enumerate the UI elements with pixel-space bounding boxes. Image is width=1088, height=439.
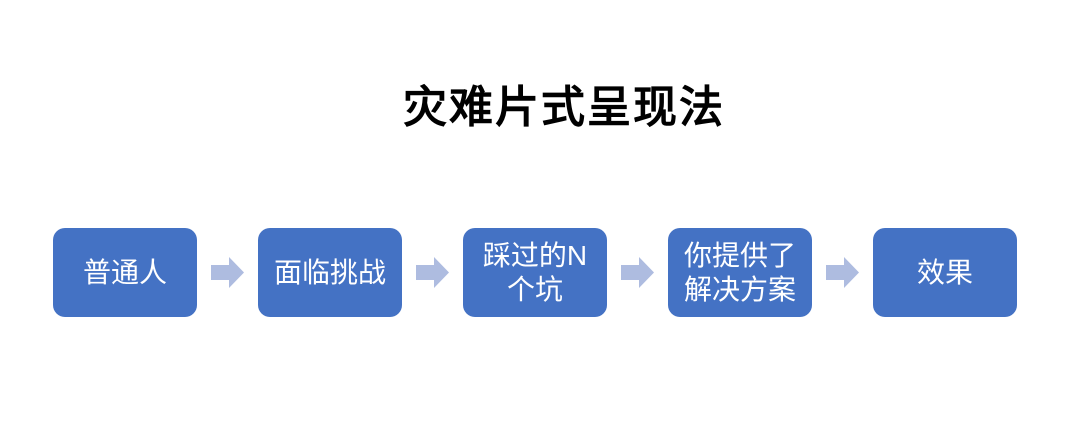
flow-step-3: 踩过的N 个坑 bbox=[463, 228, 607, 317]
flow-step-5-label: 效果 bbox=[916, 256, 973, 288]
flow-step-2-label: 面临挑战 bbox=[273, 256, 386, 288]
flow-connector-2 bbox=[402, 228, 463, 317]
arrow-right-icon bbox=[416, 257, 449, 288]
flow-step-2: 面临挑战 bbox=[258, 228, 402, 317]
flow-step-4: 你提供了 解决方案 bbox=[668, 228, 812, 317]
arrow-right-icon bbox=[211, 257, 244, 288]
diagram-title: 灾难片式呈现法 bbox=[403, 83, 725, 132]
flow-connector-4 bbox=[812, 228, 873, 317]
flow-connector-3 bbox=[607, 228, 668, 317]
flow-connector-1 bbox=[197, 228, 258, 317]
flow-step-1-label: 普通人 bbox=[82, 256, 167, 288]
process-flow: 普通人 面临挑战 踩过的N 个坑 你提供了 解决方案 bbox=[53, 228, 1017, 317]
flow-step-3-label: 踩过的N 个坑 bbox=[482, 239, 588, 305]
flow-step-4-label: 你提供了 解决方案 bbox=[683, 239, 796, 305]
flow-step-5: 效果 bbox=[873, 228, 1017, 317]
arrow-right-icon bbox=[826, 257, 859, 288]
flow-step-1: 普通人 bbox=[53, 228, 197, 317]
arrow-right-icon bbox=[621, 257, 654, 288]
